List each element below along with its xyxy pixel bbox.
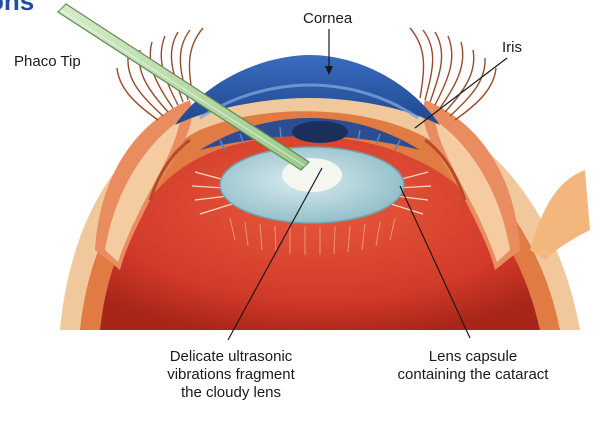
- capsule-label-line-1: Lens capsule: [378, 348, 568, 366]
- phaco-tip-label: Phaco Tip: [14, 53, 81, 71]
- corner-heading-fragment: ons: [0, 0, 34, 16]
- ultrasonic-label-line-3: the cloudy lens: [140, 384, 322, 402]
- iris-label: Iris: [502, 39, 522, 57]
- ultrasonic-label-line-1: Delicate ultrasonic: [140, 348, 322, 366]
- ultrasonic-label: Delicate ultrasonic vibrations fragment …: [140, 348, 322, 402]
- cornea-label: Cornea: [303, 10, 352, 28]
- capsule-label-line-2: containing the cataract: [378, 366, 568, 384]
- pupil: [292, 121, 348, 143]
- ultrasonic-label-line-2: vibrations fragment: [140, 366, 322, 384]
- capsule-label: Lens capsule containing the cataract: [378, 348, 568, 384]
